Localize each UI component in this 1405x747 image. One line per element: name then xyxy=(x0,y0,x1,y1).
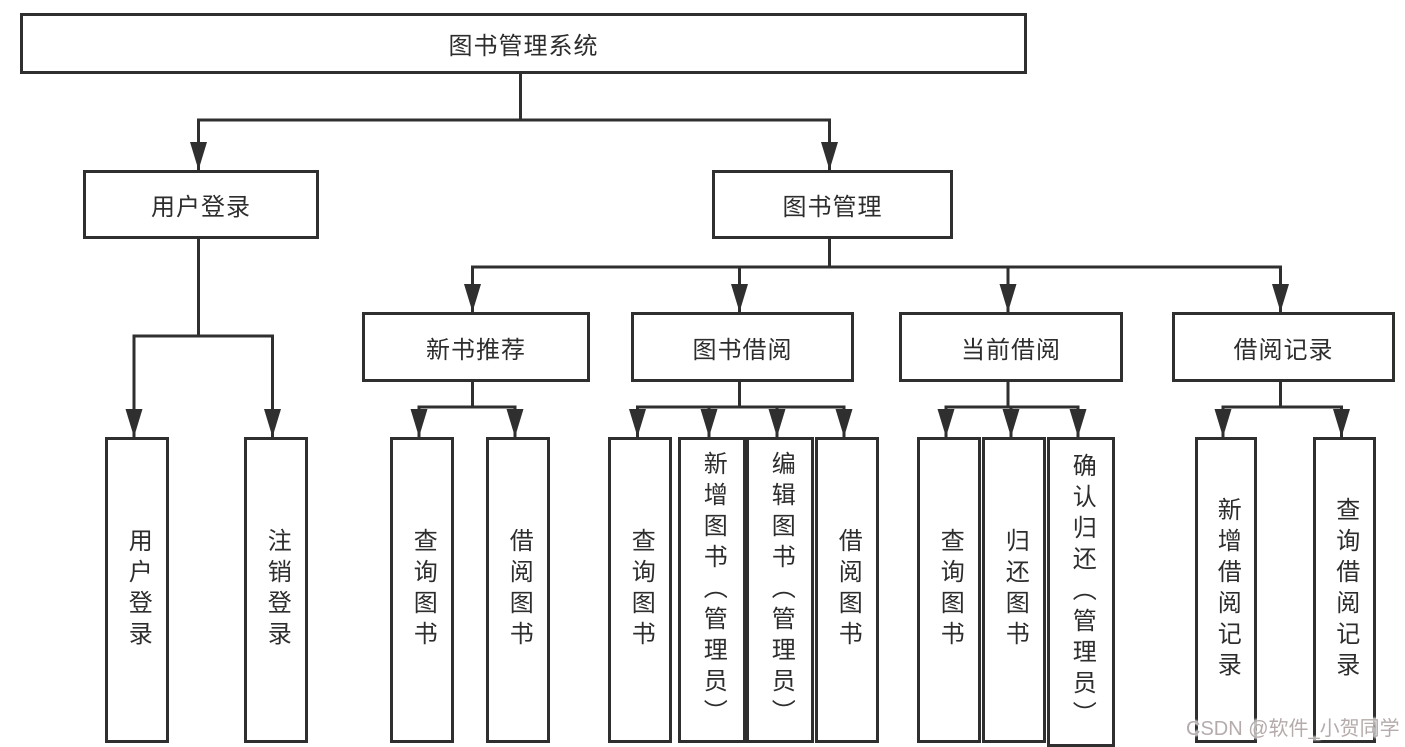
leaf-label: 查询借阅记录 xyxy=(1331,497,1358,683)
leaf-label: 查询图书 xyxy=(627,528,654,652)
leaf-label: 注销登录 xyxy=(263,528,290,652)
leaf-borrow-books-recommend: 借阅图书 xyxy=(486,437,550,743)
node-book-management: 图书管理 xyxy=(712,170,953,239)
leaf-confirm-return-admin: 确认归还（管理员） xyxy=(1047,437,1115,747)
leaf-label: 新增图书（管理员） xyxy=(699,450,726,730)
leaf-label: 新增借阅记录 xyxy=(1213,497,1240,683)
node-library-management-system: 图书管理系统 xyxy=(20,13,1027,74)
leaf-borrow-books: 借阅图书 xyxy=(815,437,879,743)
node-borrow-records: 借阅记录 xyxy=(1172,312,1395,382)
leaf-user-login: 用户登录 xyxy=(105,437,169,743)
leaf-return-book: 归还图书 xyxy=(982,437,1046,743)
leaf-label: 借阅图书 xyxy=(505,528,532,652)
node-label: 用户登录 xyxy=(151,195,251,221)
leaf-query-books-borrow: 查询图书 xyxy=(608,437,672,743)
node-new-book-recommend: 新书推荐 xyxy=(362,312,590,382)
node-book-borrow: 图书借阅 xyxy=(631,312,854,382)
node-label: 新书推荐 xyxy=(426,337,526,364)
node-user-login: 用户登录 xyxy=(83,170,319,239)
leaf-label: 用户登录 xyxy=(124,528,151,652)
leaf-label: 编辑图书（管理员） xyxy=(767,450,794,730)
node-label: 图书管理 xyxy=(782,195,883,221)
leaf-query-borrow-record: 查询借阅记录 xyxy=(1313,437,1376,743)
node-label: 图书借阅 xyxy=(692,337,793,364)
leaf-label: 借阅图书 xyxy=(834,528,861,652)
leaf-label: 归还图书 xyxy=(1001,528,1028,652)
leaf-edit-book-admin: 编辑图书（管理员） xyxy=(746,437,814,743)
leaf-query-books-current: 查询图书 xyxy=(917,437,981,743)
leaf-query-books-recommend: 查询图书 xyxy=(390,437,454,743)
node-label: 借阅记录 xyxy=(1233,337,1334,364)
node-label: 图书管理系统 xyxy=(448,34,599,60)
leaf-add-book-admin: 新增图书（管理员） xyxy=(678,437,746,743)
node-label: 当前借阅 xyxy=(961,337,1061,364)
csdn-watermark: CSDN @软件_小贺同学 xyxy=(1186,718,1400,740)
leaf-label: 查询图书 xyxy=(936,528,963,652)
leaf-add-borrow-record: 新增借阅记录 xyxy=(1195,437,1257,743)
leaf-label: 查询图书 xyxy=(409,528,436,652)
node-current-borrow: 当前借阅 xyxy=(899,312,1123,382)
leaf-label: 确认归还（管理员） xyxy=(1068,452,1095,732)
leaf-logout: 注销登录 xyxy=(244,437,308,743)
